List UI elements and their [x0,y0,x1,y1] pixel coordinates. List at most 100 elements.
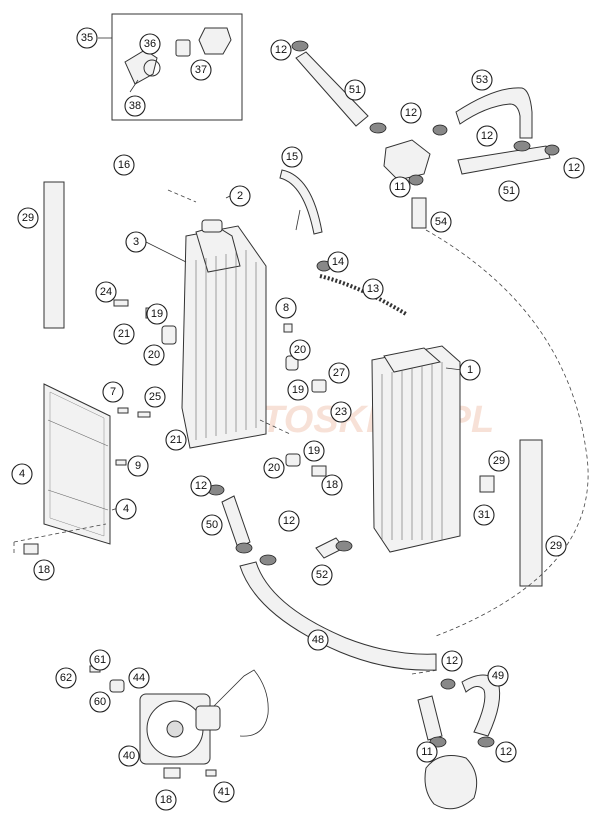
callout-12-b: 12 [400,102,422,124]
callout-35: 35 [76,27,98,49]
thermostat-elbow [124,49,158,85]
callout-44: 44 [128,667,150,689]
callout-label-11-a: 11 [394,181,405,193]
callout-37: 37 [190,59,212,81]
callout-20-a: 20 [143,344,165,366]
callout-label-31: 31 [478,509,490,521]
callout-label-14: 14 [332,256,344,268]
callout-50: 50 [201,514,223,536]
callout-label-12-g: 12 [446,655,458,667]
callout-30: 29 [488,450,510,472]
callout-label-53: 53 [476,74,488,86]
callout-label-12-b: 12 [405,107,417,119]
thermostat-oring [143,59,161,77]
callout-12-f: 12 [278,510,300,532]
callout-60: 60 [89,691,111,713]
callout-9: 8 [275,297,297,319]
callout-36: 36 [139,33,161,55]
callout-19-b: 19 [287,379,309,401]
callout-label-3: 3 [133,236,139,248]
callout-8: 7 [102,381,124,403]
callout-label-19-b: 19 [292,384,304,396]
hose-54 [411,197,427,229]
radiator-left [181,219,267,449]
callout-51-a: 51 [344,79,366,101]
callout-52: 52 [311,564,333,586]
callout-10: 9 [127,455,149,477]
callout-24: 24 [95,281,117,303]
callout-4: 4 [115,498,137,520]
callout-label-50: 50 [206,519,218,531]
callout-label-11-b: 11 [421,746,432,758]
callout-12-a: 12 [270,39,292,61]
callout-label-21-a: 21 [118,328,130,340]
callout-54: 54 [430,211,452,233]
callout-11-b: 11 [416,741,438,763]
thermostat-top [383,139,431,181]
callout-14: 14 [327,251,349,273]
hose-clamps [207,40,560,748]
callout-15: 15 [281,146,303,168]
callout-label-29-a: 29 [22,212,34,224]
callout-40: 40 [118,745,140,767]
callout-12-g: 12 [441,650,463,672]
protective-pad-left [43,181,65,329]
radiator-grille [43,383,111,545]
callout-label-2: 2 [237,190,243,202]
callout-53: 53 [471,69,493,91]
callout-21-b: 21 [165,429,187,451]
callout-18-c: 18 [155,789,177,811]
thermostat-insert [175,39,191,57]
callout-label-9: 8 [283,302,289,314]
radiator-right [371,345,461,553]
hose-53 [455,87,533,139]
callout-61: 61 [89,649,111,671]
callout-label-10: 9 [135,460,141,472]
callout-label-12-f: 12 [283,515,295,527]
callout-label-49: 49 [492,670,504,682]
callout-29-b: 29 [545,535,567,557]
hose-lower-short [417,695,443,741]
callout-18-a: 18 [321,474,343,496]
callout-12-e: 12 [190,475,212,497]
callout-label-41: 41 [218,786,230,798]
callout-label-20-a: 20 [148,349,160,361]
callout-label-38: 38 [129,100,141,112]
callout-41: 41 [213,781,235,803]
hose-51-upper [295,51,369,127]
callout-label-51-a: 51 [349,84,361,96]
hose-51-lower [457,145,551,175]
callout-label-27: 27 [333,367,345,379]
callout-label-48: 48 [312,634,324,646]
callout-label-12-h: 12 [500,746,512,758]
callout-label-18-b: 18 [38,564,50,576]
callout-label-1: 1 [467,364,473,376]
callout-label-12-a: 12 [275,44,287,56]
callout-19-a: 19 [146,303,168,325]
callout-label-35: 35 [81,32,93,44]
callout-label-52: 52 [316,569,328,581]
callout-label-37: 37 [195,64,207,76]
callout-label-8: 7 [110,386,116,398]
hose-50 [221,495,251,549]
callout-label-12-d: 12 [568,162,580,174]
callout-label-24: 24 [100,286,112,298]
callout-label-51-b: 51 [503,185,515,197]
callout-7: 4 [11,463,33,485]
overflow-hose-13 [319,274,408,316]
callout-29-a: 29 [17,207,39,229]
routing-line-fan [411,669,439,675]
callout-23: 23 [330,401,352,423]
callout-label-18-a: 18 [326,479,338,491]
callout-20-c: 20 [263,457,285,479]
routing-line-upper [425,229,589,637]
callout-21-a: 21 [113,323,135,345]
hose-15 [279,169,323,235]
callout-12-h: 12 [495,741,517,763]
callout-18-b: 18 [33,559,55,581]
thermostat-inset-box [111,13,243,121]
callout-label-21-b: 21 [170,434,182,446]
callout-label-20-c: 20 [268,462,280,474]
callout-label-54: 54 [435,216,447,228]
